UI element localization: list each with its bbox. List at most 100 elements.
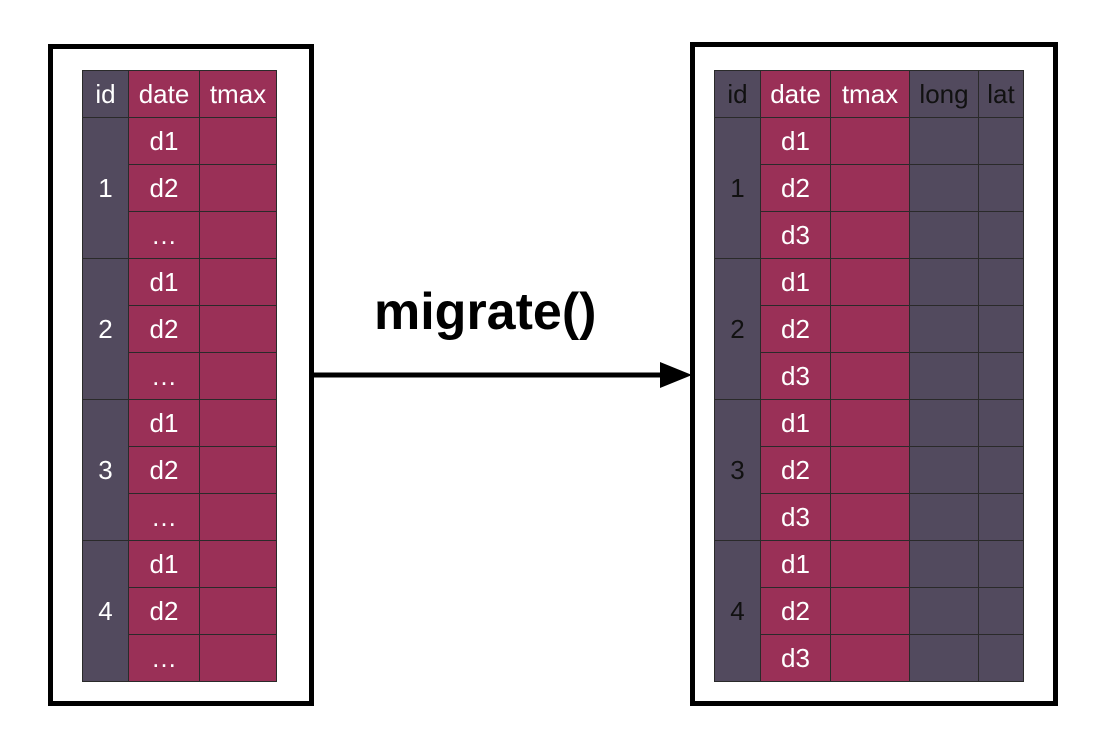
date-cell: d3 [760,211,831,259]
long-cell [909,493,979,541]
tmax-cell [830,305,910,353]
date-cell: d2 [760,587,831,635]
output-header-lat: lat [978,70,1024,118]
long-cell [909,446,979,494]
lat-cell [978,164,1024,212]
id-cell: 2 [82,258,129,400]
id-cell: 1 [82,117,129,259]
tmax-cell [830,352,910,400]
output-table-header-row: id date tmax long lat [714,70,1024,118]
input-table-header-row: id date tmax [82,70,277,118]
long-cell [909,399,979,447]
table-row: d3 [715,634,1024,682]
date-cell: d1 [128,258,200,306]
output-header-tmax: tmax [830,70,910,118]
long-cell [909,540,979,588]
lat-cell [978,211,1024,259]
lat-cell [978,258,1024,306]
table-row: … [83,211,277,259]
id-cell: 4 [82,540,129,682]
table-row: d3 [715,211,1024,259]
table-row: d2 [715,446,1024,494]
tmax-cell [830,446,910,494]
input-header-date: date [128,70,200,118]
tmax-cell [199,211,277,259]
tmax-cell [199,258,277,306]
date-cell: d2 [128,446,200,494]
date-cell: d2 [760,164,831,212]
tmax-cell [830,399,910,447]
date-cell: … [128,493,200,541]
tmax-cell [199,634,277,682]
long-cell [909,352,979,400]
date-cell: d2 [128,587,200,635]
tmax-cell [830,634,910,682]
date-cell: d1 [760,258,831,306]
tmax-cell [830,587,910,635]
date-cell: … [128,352,200,400]
date-cell: d2 [760,305,831,353]
table-row: d2 [83,305,277,353]
date-cell: … [128,211,200,259]
table-row: d3 [715,352,1024,400]
date-cell: d2 [128,305,200,353]
lat-cell [978,493,1024,541]
long-cell [909,164,979,212]
table-row: d2 [83,587,277,635]
long-cell [909,211,979,259]
lat-cell [978,446,1024,494]
tmax-cell [830,258,910,306]
tmax-cell [199,164,277,212]
id-cell: 3 [714,399,761,541]
long-cell [909,117,979,165]
lat-cell [978,634,1024,682]
input-header-tmax: tmax [199,70,277,118]
tmax-cell [199,587,277,635]
date-cell: d1 [760,117,831,165]
tmax-cell [199,493,277,541]
date-cell: d1 [760,399,831,447]
date-cell: d1 [128,117,200,165]
lat-cell [978,540,1024,588]
lat-cell [978,587,1024,635]
lat-cell [978,305,1024,353]
date-cell: d2 [760,446,831,494]
table-row: d2 [715,164,1024,212]
date-cell: d1 [760,540,831,588]
date-cell: d3 [760,352,831,400]
tmax-cell [199,117,277,165]
date-cell: d3 [760,493,831,541]
tmax-cell [830,117,910,165]
tmax-cell [199,446,277,494]
tmax-cell [830,164,910,212]
arrow-right-icon [314,362,692,388]
table-row: … [83,634,277,682]
table-row: … [83,493,277,541]
date-cell: d1 [128,540,200,588]
id-cell: 4 [714,540,761,682]
long-cell [909,634,979,682]
lat-cell [978,352,1024,400]
date-cell: … [128,634,200,682]
date-cell: d2 [128,164,200,212]
output-header-date: date [760,70,831,118]
long-cell [909,258,979,306]
long-cell [909,305,979,353]
tmax-cell [830,211,910,259]
lat-cell [978,117,1024,165]
lat-cell [978,399,1024,447]
table-row: … [83,352,277,400]
table-row: d2 [83,446,277,494]
output-header-id: id [714,70,761,118]
table-row: d3 [715,493,1024,541]
table-row: d2 [715,587,1024,635]
